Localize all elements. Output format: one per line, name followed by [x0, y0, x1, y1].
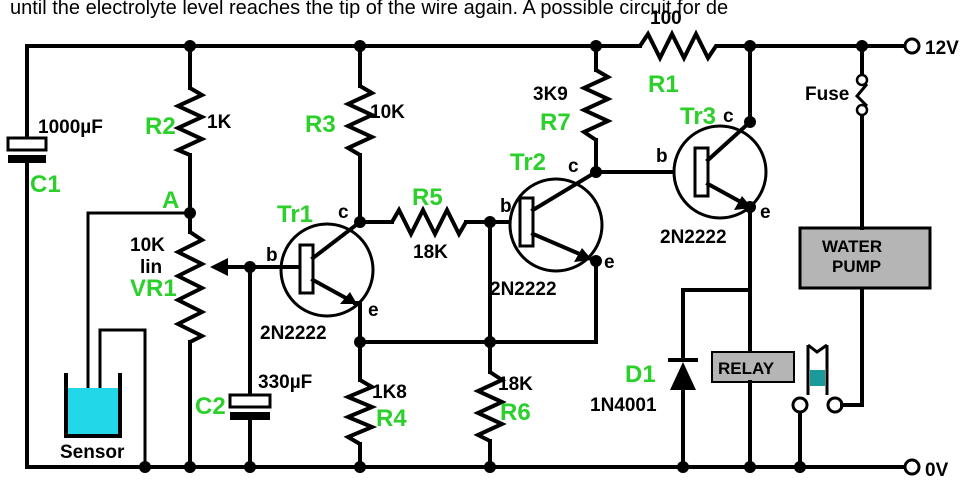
tr3-part: 2N2222 [660, 227, 727, 248]
tr2-part: 2N2222 [490, 279, 557, 300]
tr3-pin-b: b [656, 146, 668, 167]
capacitor-c2 [228, 265, 272, 469]
tr1-label: Tr1 [277, 201, 313, 228]
r3-label: R3 [305, 111, 336, 138]
rail-12v-label: 12V [925, 38, 959, 59]
vr1-value: 10K [130, 235, 165, 256]
r4-label: R4 [376, 405, 407, 432]
r5-value: 18K [413, 242, 448, 263]
r4-value: 1K8 [372, 382, 407, 403]
resistor-r4 [342, 301, 378, 469]
r6-label: R6 [500, 399, 531, 426]
tr2-label: Tr2 [510, 149, 546, 176]
sensor-container [64, 373, 122, 438]
vr1-label: VR1 [130, 275, 177, 302]
ground-rail [25, 458, 921, 476]
positive-rail [25, 37, 921, 55]
c2-label: C2 [195, 393, 226, 420]
r7-label: R7 [540, 109, 571, 136]
tr3-pin-c: c [723, 106, 734, 127]
resistor-r7 [579, 44, 613, 174]
r2-label: R2 [145, 113, 176, 140]
transistor-tr1 [248, 219, 375, 318]
c1-value: 1000µF [38, 117, 103, 138]
transistor-tr3 [672, 119, 768, 220]
water-pump-box [798, 226, 932, 290]
sensor-label: Sensor [60, 442, 125, 463]
transistor-tr2 [508, 169, 604, 273]
sensor-wiring [86, 211, 190, 467]
resistor-r2 [173, 44, 207, 234]
tr1-pin-b: b [266, 245, 278, 266]
c2-value: 330µF [258, 372, 312, 393]
r1-value: 100 [650, 8, 682, 29]
r2-value: 1K [207, 112, 232, 133]
resistor-r3 [343, 44, 377, 224]
caption-text: until the electrolyte level reaches the … [10, 0, 728, 19]
tr1-part: 2N2222 [260, 323, 327, 344]
resistor-r1 [638, 29, 725, 63]
fuse [854, 44, 869, 117]
pump-label-line2: PUMP [832, 257, 881, 276]
tr1-pin-c: c [338, 202, 349, 223]
c1-label: C1 [30, 171, 61, 198]
potentiometer-vr1 [173, 230, 252, 469]
r5-label: R5 [412, 184, 443, 211]
pump-label-line1: WATER [822, 237, 882, 256]
rail-0v-label: 0V [925, 460, 949, 481]
vr1-type: lin [140, 257, 162, 278]
r6-value: 18K [498, 374, 533, 395]
tr3-pin-e: e [760, 202, 771, 223]
tr1-pin-e: e [368, 300, 379, 321]
r3-value: 10K [370, 102, 405, 123]
tr2-pin-c: c [568, 156, 579, 177]
diode-d1 [668, 288, 752, 469]
d1-value: 1N4001 [590, 395, 657, 416]
relay-contacts [791, 288, 864, 469]
junction-dots [139, 40, 868, 473]
d1-label: D1 [625, 361, 656, 388]
fuse-label: Fuse [805, 84, 849, 105]
relay-label: RELAY [718, 359, 775, 378]
capacitor-c1 [6, 44, 48, 469]
node-a-label: A [162, 187, 179, 214]
tr3-label: Tr3 [680, 103, 716, 130]
tr2-pin-b: b [500, 196, 512, 217]
tr2-pin-e: e [604, 252, 615, 273]
r1-label: R1 [648, 71, 679, 98]
r7-value: 3K9 [533, 84, 568, 105]
emitter-bus-wire [358, 259, 598, 344]
relay-box [711, 351, 795, 383]
